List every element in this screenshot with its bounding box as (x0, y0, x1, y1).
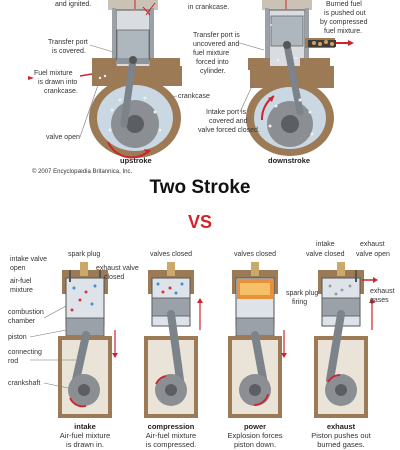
label-ignited: and ignited. (55, 1, 91, 8)
label-combustion-2: chamber (8, 318, 36, 325)
label-intake-valve-2: open (10, 265, 26, 272)
label-transfer-d-2: uncovered and (193, 41, 239, 48)
label-intake-3: valve forced closed. (198, 127, 260, 134)
label-exhaust-intake-2: valve closed (306, 251, 345, 258)
title-vs: VS (187, 212, 212, 232)
label-valve-open: valve open (46, 134, 80, 141)
caption-upstroke: upstroke (120, 156, 152, 165)
copyright: © 2007 Encyclopædia Britannica, Inc. (32, 168, 132, 175)
label-transfer-2: is covered. (52, 48, 86, 55)
caption-exhaust-title: exhaust (327, 422, 356, 431)
label-burned-2: is pushed out (324, 10, 366, 17)
caption-downstroke: downstroke (268, 156, 310, 165)
label-power-valves: valves closed (234, 251, 276, 258)
title-two-stroke: Two Stroke (149, 177, 251, 198)
caption-compression-line1: Air-fuel mixture (146, 431, 196, 440)
label-burned-4: fuel mixture. (324, 28, 362, 35)
label-fuel-3: crankcase. (44, 88, 78, 95)
label-piston: piston (8, 334, 27, 341)
caption-power-line2: piston down. (234, 440, 276, 449)
label-air-fuel-2: mixture (10, 287, 33, 294)
label-burned-3: by compressed (320, 19, 368, 26)
label-intake-valve-1: intake valve (10, 256, 47, 263)
caption-intake-line1: Air-fuel mixture (60, 431, 110, 440)
label-transfer-d-4: forced into (196, 59, 229, 66)
caption-power-line1: Explosion forces (227, 431, 282, 440)
label-exhaust-intake-1: intake (316, 241, 335, 248)
label-exhaust-gases-2: gases (370, 297, 389, 304)
label-fuel-1: Fuel mixture (34, 70, 73, 77)
label-exhaust-valve-2: closed (104, 274, 124, 281)
caption-compression-line2: is compressed. (146, 440, 196, 449)
caption-exhaust-line1: Piston pushes out (311, 431, 372, 440)
label-compression-valves: valves closed (150, 251, 192, 258)
label-transfer-1: Transfer port (48, 39, 88, 46)
caption-power-title: power (244, 422, 266, 431)
label-intake-2: covered and (209, 118, 248, 125)
label-exhaust-valve-open-2: valve open (356, 251, 390, 258)
label-power-spark-1: spark plug (286, 290, 318, 297)
label-air-fuel-1: air-fuel (10, 278, 32, 285)
label-combustion-1: combustion (8, 309, 44, 316)
label-rod-1: connecting (8, 349, 42, 356)
label-crankshaft: crankshaft (8, 380, 40, 387)
caption-intake-title: intake (74, 422, 96, 431)
four-stroke-exhaust-engine (314, 262, 378, 418)
label-exhaust-valve-1: exhaust valve (96, 265, 139, 272)
label-transfer-d-3: fuel mixture (193, 50, 229, 57)
label-fuel-2: is drawn into (38, 79, 77, 86)
two-stroke-upstroke-engine (79, 0, 182, 159)
four-stroke-power-engine (228, 262, 287, 418)
four-stroke-compression-engine (144, 262, 203, 418)
two-stroke-downstroke-engine (246, 0, 354, 156)
label-transfer-d-5: cylinder. (200, 68, 226, 75)
label-intake-1: Intake port is (206, 109, 247, 116)
caption-compression-title: compression (148, 422, 195, 431)
label-burned-1: Burned fuel (326, 1, 362, 8)
caption-exhaust-line2: burned gases. (317, 440, 365, 449)
four-stroke-intake-engine (58, 262, 118, 418)
label-exhaust-gases-1: exhaust (370, 288, 395, 295)
label-exhaust-valve-open-1: exhaust (360, 241, 385, 248)
label-in-crankcase: in crankcase. (188, 4, 229, 11)
label-crankcase: crankcase (178, 93, 210, 100)
caption-intake-line2: is drawn in. (66, 440, 104, 449)
label-power-spark-2: firing (292, 299, 307, 306)
label-transfer-d-1: Transfer port is (193, 32, 240, 39)
label-spark-plug: spark plug (68, 251, 100, 258)
label-rod-2: rod (8, 358, 18, 365)
